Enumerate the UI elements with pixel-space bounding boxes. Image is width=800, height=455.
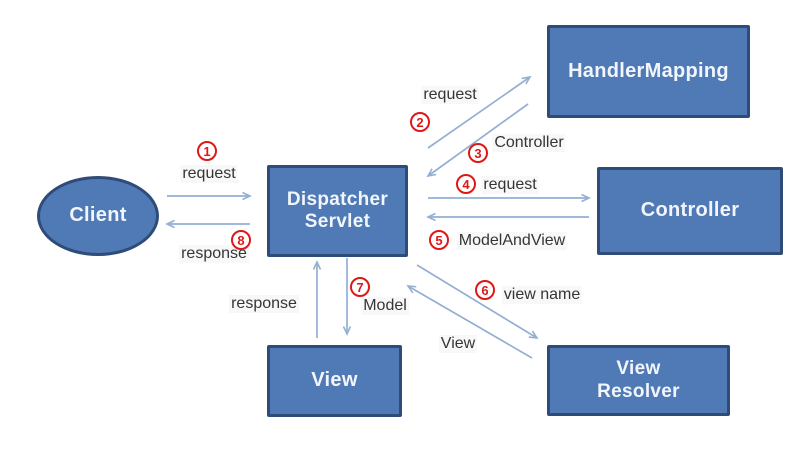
- node-controller-label: Controller: [640, 199, 740, 222]
- node-view: View: [267, 345, 402, 417]
- node-view-resolver-label: View: [616, 358, 661, 380]
- node-client: Client: [37, 176, 159, 256]
- node-controller: Controller: [597, 167, 783, 255]
- label-controller-3: Controller: [492, 134, 566, 152]
- node-handler-mapping-label: HandlerMapping: [568, 59, 729, 82]
- node-dispatcher-servlet-label: Dispatcher: [286, 188, 389, 210]
- node-handler-mapping: HandlerMapping: [547, 25, 750, 118]
- node-view-resolver-label: Resolver: [597, 380, 680, 402]
- step-badge-5: 5: [429, 230, 449, 250]
- arrow-viewresolver-to-dispatcher-view: [406, 285, 533, 359]
- arrow-dispatcher-to-viewresolver-viewname: [416, 264, 539, 339]
- node-client-label: Client: [69, 204, 127, 227]
- label-request-2: request: [421, 86, 479, 104]
- node-dispatcher-servlet-label: Servlet: [304, 211, 371, 232]
- label-viewname-6: view name: [501, 286, 583, 304]
- label-modelandview-5: ModelAndView: [456, 232, 568, 250]
- label-response-view: response: [229, 295, 299, 313]
- step-badge-7: 7: [350, 277, 370, 297]
- label-response-8: response: [179, 245, 249, 263]
- step-badge-6: 6: [475, 280, 495, 300]
- step-badge-1: 1: [197, 141, 217, 161]
- step-badge-8: 8: [231, 230, 251, 250]
- step-badge-4: 4: [456, 174, 476, 194]
- label-request-1: request: [180, 165, 238, 183]
- step-badge-3: 3: [468, 143, 488, 163]
- node-view-label: View: [311, 369, 358, 392]
- arrow-dispatcher-to-handlermapping-request: [427, 75, 532, 149]
- label-view: View: [438, 335, 478, 353]
- label-request-4: request: [481, 176, 539, 194]
- arrow-handlermapping-to-dispatcher-controller: [426, 103, 529, 178]
- step-badge-2: 2: [410, 112, 430, 132]
- label-model-7: Model: [361, 297, 409, 315]
